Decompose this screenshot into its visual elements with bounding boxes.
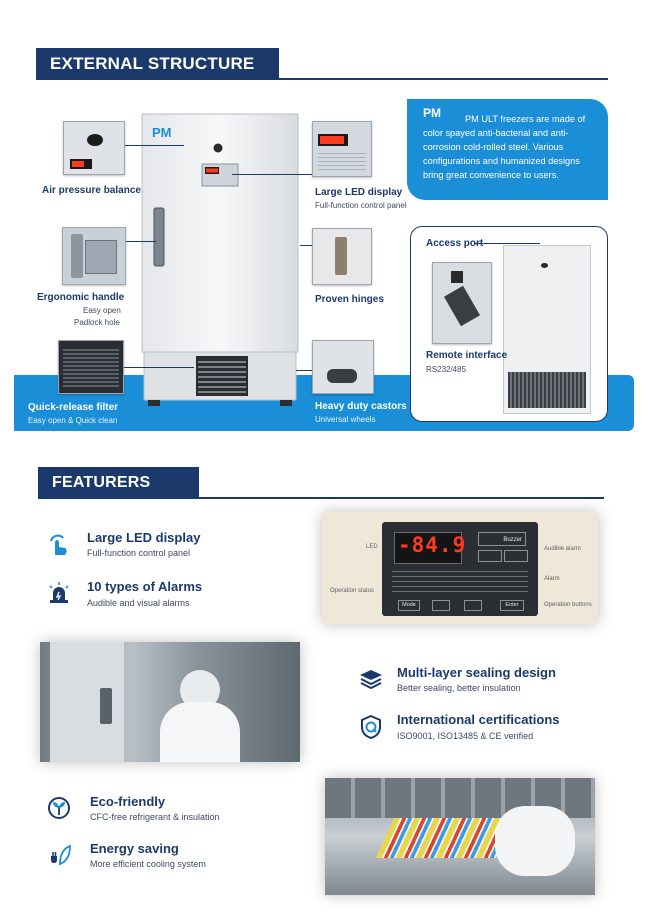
handle-sub-2: Padlock hole <box>74 318 120 327</box>
info-box-logo: PM <box>423 106 441 120</box>
back-panel-photo <box>503 245 591 414</box>
castors-title: Heavy duty castors <box>315 401 407 412</box>
connector-line <box>124 367 194 369</box>
handle-title: Ergonomic handle <box>37 292 125 303</box>
plug-leaf-icon <box>46 842 72 868</box>
connector-line <box>474 243 540 245</box>
castors-sub: Universal wheels <box>315 415 376 424</box>
feature-title-led: Large LED display <box>87 530 201 545</box>
filter-thumbnail <box>58 340 124 394</box>
handle-sub-1: Easy open <box>83 306 121 315</box>
down-button[interactable] <box>464 600 482 611</box>
connector-line <box>232 174 312 176</box>
led-title: Large LED display <box>315 187 403 198</box>
panel-label-alarm: Alarm <box>544 576 560 582</box>
feature-title-alarms: 10 types of Alarms <box>87 579 203 594</box>
air-pressure-thumbnail <box>63 121 125 175</box>
section-divider <box>38 497 604 499</box>
feature-title-energy: Energy saving <box>90 841 179 856</box>
air-pressure-title: Air pressure balance <box>42 185 141 196</box>
filter-title: Quick-release filter <box>28 402 119 413</box>
section-divider <box>36 78 608 80</box>
touch-icon <box>46 531 72 557</box>
panel-label-operation-status: Operation status <box>330 588 375 594</box>
alarm-icon <box>46 580 72 606</box>
freezer-logo: PM <box>152 125 172 140</box>
castors-thumbnail <box>312 340 374 394</box>
leaf-icon <box>46 795 72 821</box>
panel-led-reading: -84.9 <box>398 533 467 557</box>
info-box-text: PM ULT freezers are made of color spayed… <box>423 114 586 180</box>
handle-thumbnail <box>62 227 126 285</box>
info-box: PM PM ULT freezers are made of color spa… <box>407 99 608 200</box>
mode-button[interactable]: Mode <box>398 600 420 611</box>
feature-sub-energy: More efficient cooling system <box>90 859 206 869</box>
section-heading-external: EXTERNAL STRUCTURE <box>36 48 279 80</box>
feature-sub-certifications: ISO9001, ISO13485 & CE verified <box>397 731 534 741</box>
access-port-title: Access port <box>426 238 484 249</box>
certificate-icon <box>358 714 384 740</box>
hinges-thumbnail <box>312 228 372 285</box>
led-thumbnail <box>312 121 372 177</box>
lab-photo-freezer <box>40 642 300 762</box>
up-button[interactable] <box>432 600 450 611</box>
feature-sub-sealing: Better sealing, better insulation <box>397 683 521 693</box>
enter-button[interactable]: Enter <box>500 600 524 611</box>
feature-sub-alarms: Audible and visual alarms <box>87 598 190 608</box>
control-panel-image: -84.9 Buzzer Mode Enter LED Operation st… <box>322 512 598 624</box>
panel-label-audible-alarm: Audible alarm <box>544 546 581 552</box>
freezer-illustration: PM <box>140 112 300 407</box>
remote-interface-title: Remote interface <box>426 350 508 361</box>
usb-title: USB interface <box>426 381 492 392</box>
feature-title-sealing: Multi-layer sealing design <box>397 665 556 680</box>
panel-label-operation-buttons: Operation buttons <box>544 602 592 608</box>
hinges-title: Proven hinges <box>315 294 384 305</box>
panel-label-led: LED <box>366 544 378 550</box>
connector-line <box>296 370 312 372</box>
led-sub: Full-function control panel <box>315 201 407 210</box>
power-title: Power on/off <box>426 396 487 407</box>
layers-icon <box>358 666 384 692</box>
feature-title-eco: Eco-friendly <box>90 794 166 809</box>
section-heading-features: FEATURERS <box>38 467 199 499</box>
panel-button[interactable] <box>478 550 502 562</box>
status-rows <box>392 570 528 592</box>
connector-line <box>124 145 184 147</box>
connector-line <box>300 245 312 247</box>
buzzer-button[interactable]: Buzzer <box>478 532 526 546</box>
remote-interface-sub: RS232/485 <box>426 365 467 374</box>
remote-interface-thumbnail <box>432 262 492 344</box>
feature-sub-led: Full-function control panel <box>87 548 191 558</box>
panel-button[interactable] <box>504 550 528 562</box>
feature-title-certifications: International certifications <box>397 712 560 727</box>
lab-photo-tubes <box>325 778 595 895</box>
feature-sub-eco: CFC-free refrigerant & insulation <box>90 812 220 822</box>
connector-line <box>124 241 156 243</box>
filter-sub: Easy open & Quick clean <box>28 416 118 425</box>
